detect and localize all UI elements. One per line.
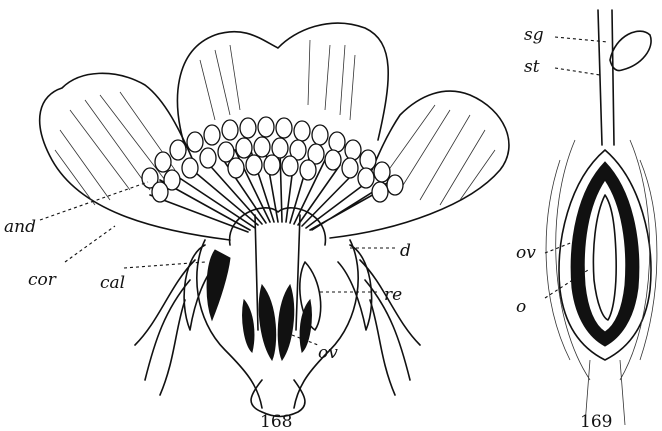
- label-st: st: [524, 57, 540, 77]
- label-d: d: [400, 241, 411, 261]
- stigma: [610, 31, 651, 70]
- label-sg: sg: [524, 25, 544, 45]
- receptacle: [135, 208, 420, 417]
- figure-number-168: 168: [260, 412, 292, 431]
- label-ov: ov: [318, 343, 338, 363]
- label-ov-169: ov: [516, 243, 536, 263]
- pistil-section-figure: [546, 10, 657, 425]
- label-and: and: [4, 217, 36, 237]
- petal-shading: [55, 40, 495, 205]
- label-cal: cal: [100, 273, 125, 293]
- flower-section-figure: [40, 23, 509, 416]
- ovule: [593, 195, 616, 320]
- figure-number-169: 169: [580, 412, 612, 431]
- label-cor: cor: [28, 270, 57, 290]
- label-o: o: [516, 297, 526, 317]
- style: [598, 10, 614, 145]
- label-re: re: [384, 285, 402, 305]
